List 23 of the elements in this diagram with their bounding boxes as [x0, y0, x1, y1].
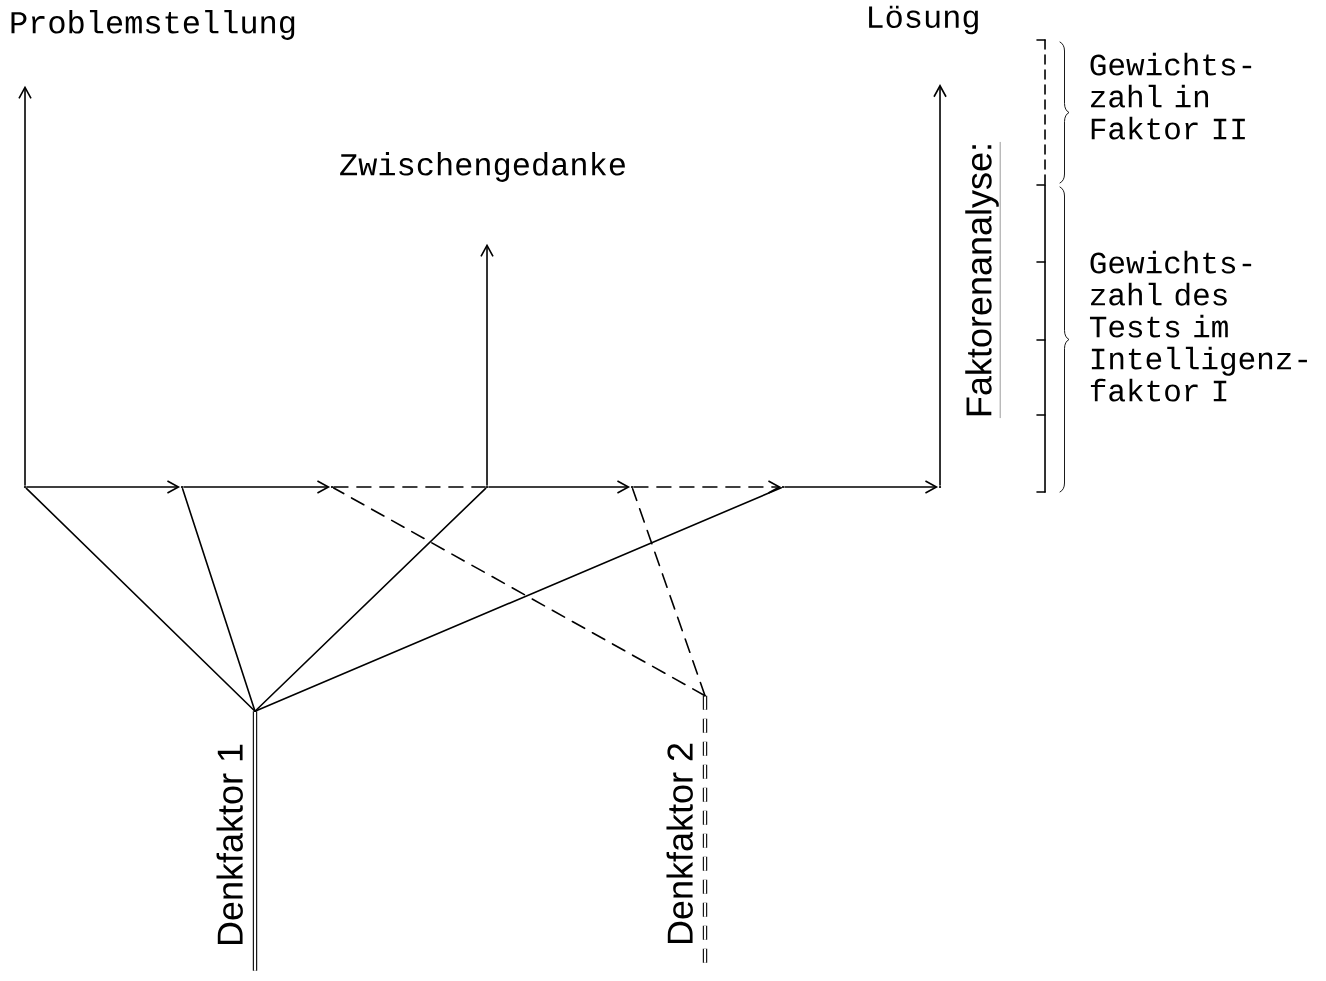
arrow: [183, 480, 331, 494]
axis-label: Problemstellung: [11, 10, 295, 40]
arrow: [633, 480, 782, 494]
factor-bar: Denkfaktor 2: [666, 695, 708, 971]
axis-label: Lösung: [869, 5, 978, 35]
arrow: [488, 480, 631, 494]
junction-point: [180, 485, 184, 489]
arrow: [933, 84, 947, 486]
junction-point: [781, 485, 785, 489]
arrow: [784, 480, 939, 494]
junction-point: [330, 485, 334, 489]
junction-point: [938, 485, 942, 489]
arrow: [26, 480, 181, 494]
brace-label: Gewichts- zahl des Tests im Intelligenz- faktor I: [1089, 250, 1307, 402]
junction-point: [630, 485, 634, 489]
factor-bar: Denkfaktor 1: [216, 711, 258, 971]
junction-point: [23, 485, 27, 489]
junction-point: [485, 485, 489, 489]
brace-label: Gewichts- zahl in Faktor II: [1090, 52, 1252, 140]
arrow: [480, 243, 494, 486]
axis-label: Zwischengedanke: [340, 152, 625, 182]
rotated-heading: Faktorenanalyse:: [965, 141, 1001, 419]
arrow: [18, 85, 32, 486]
